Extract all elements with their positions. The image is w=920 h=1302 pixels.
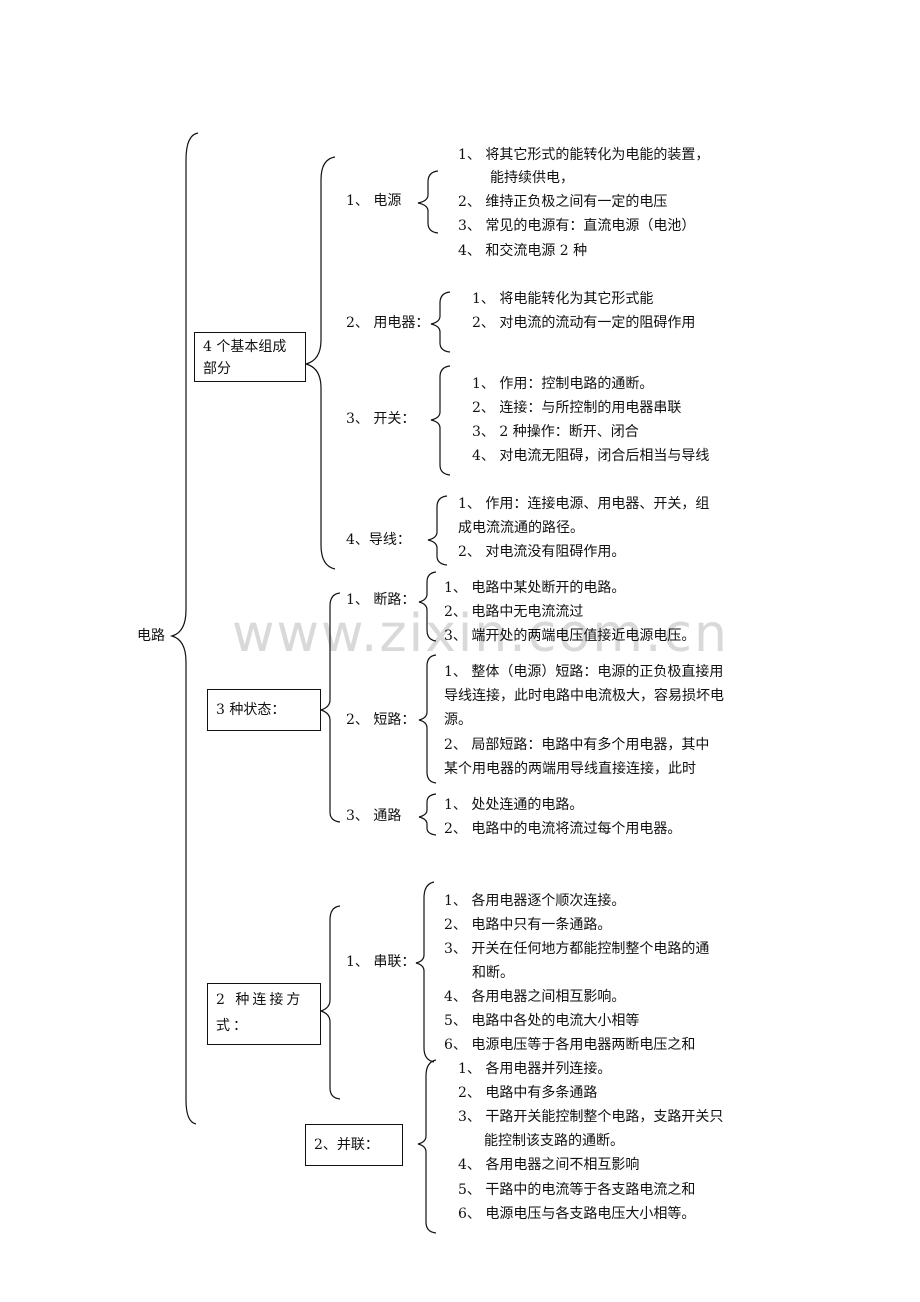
sub-label-closed: 3、 通路 — [346, 808, 402, 824]
group-box-states: 3 种状态： — [207, 689, 321, 731]
detail-line: 3、 常见的电源有：直流电源（电池） — [458, 218, 696, 234]
power-brace — [417, 170, 439, 234]
detail-line: 6、 电源电压与各支路电压大小相等。 — [458, 1206, 696, 1222]
watermark: www.zixin.com.cn — [232, 604, 729, 664]
sub-label-appliance: 2、 用电器： — [346, 315, 430, 331]
sub-label-short: 2、 短路： — [346, 712, 416, 728]
open-brace — [418, 571, 437, 642]
detail-line: 1、 作用：控制电路的通断。 — [472, 376, 654, 392]
detail-line: 4、 对电流无阻碍，闭合后相当与导线 — [472, 448, 710, 464]
group-box-components: 4 个基本组成部分 — [194, 332, 306, 382]
detail-line: 6、 电源电压等于各用电器两断电压之和 — [444, 1037, 696, 1053]
switch-brace — [430, 365, 451, 476]
detail-line: 2、 电路中有多条通路 — [458, 1085, 598, 1101]
detail-line: 1、 各用电器逐个顺次连接。 — [444, 893, 626, 909]
parallel-brace — [417, 1059, 437, 1234]
detail-line: 2、 连接：与所控制的用电器串联 — [472, 400, 682, 416]
detail-line: 1、 将其它形式的能转化为电能的装置， — [458, 147, 710, 163]
detail-line: 4、 各用电器之间不相互影响 — [458, 1157, 640, 1173]
detail-line: 3、 干路开关能控制整个电路，支路开关只 — [458, 1109, 724, 1125]
detail-line: 导线连接，此时电路中电流极大，容易损坏电 — [444, 688, 724, 704]
sub-label-wire: 4、导线： — [346, 532, 411, 548]
detail-line: 能持续供电， — [490, 170, 574, 186]
g2-brace — [319, 592, 341, 823]
series-brace — [415, 881, 435, 1063]
g3-brace — [319, 905, 341, 1100]
detail-line: 成电流流通的路径。 — [458, 520, 584, 536]
root-brace — [169, 132, 199, 1125]
detail-line: 2、 电路中的电流将流过每个用电器。 — [444, 821, 682, 837]
g1-brace — [303, 156, 336, 570]
detail-line: 2、 对电流的流动有一定的阻碍作用 — [472, 315, 696, 331]
sub-label-series: 1、 串联： — [346, 954, 416, 970]
sub-label-power: 1、 电源 — [346, 193, 402, 209]
closed-brace — [418, 793, 437, 836]
detail-line: 5、 电路中各处的电流大小相等 — [444, 1013, 640, 1029]
group-box-connections: 2 种连接方式： — [207, 983, 321, 1045]
detail-line: 1、 将电能转化为其它形式能 — [472, 291, 654, 307]
detail-line: 2、 对电流没有阻碍作用。 — [458, 544, 626, 560]
detail-line: 2、 电路中只有一条通路。 — [444, 917, 612, 933]
detail-line: 3、 2 种操作：断开、闭合 — [472, 424, 639, 440]
detail-line: 1、 作用：连接电源、用电器、开关，组 — [458, 496, 710, 512]
detail-line: 1、 处处连通的电路。 — [444, 797, 584, 813]
appliance-brace — [430, 291, 451, 353]
detail-line: 3、 端开处的两端电压值接近电源电压。 — [444, 628, 696, 644]
detail-line: 1、 整体（电源）短路：电源的正负极直接用 — [444, 664, 724, 680]
detail-line: 4、 各用电器之间相互影响。 — [444, 989, 626, 1005]
detail-line: 源。 — [444, 712, 472, 728]
wire-brace — [427, 495, 448, 566]
detail-line: 2、 局部短路：电路中有多个用电器，其中 — [444, 737, 710, 753]
detail-line: 2、 电路中无电流流过 — [444, 604, 584, 620]
detail-line: 某个用电器的两端用导线直接连接，此时 — [444, 761, 696, 777]
parallel-box: 2、并联： — [305, 1124, 403, 1166]
detail-line: 4、 和交流电源 2 种 — [458, 243, 588, 259]
sub-label-open: 1、 断路： — [346, 592, 416, 608]
detail-line: 1、 各用电器并列连接。 — [458, 1061, 612, 1077]
detail-line: 3、 开关在任何地方都能控制整个电路的通 — [444, 941, 710, 957]
root-label: 电路 — [137, 628, 165, 644]
detail-line: 1、 电路中某处断开的电路。 — [444, 580, 626, 596]
detail-line: 2、 维持正负极之间有一定的电压 — [458, 194, 668, 210]
short-brace — [418, 654, 437, 784]
detail-line: 和断。 — [472, 965, 514, 981]
detail-line: 能控制该支路的通断。 — [484, 1133, 624, 1149]
detail-line: 5、 干路中的电流等于各支路电流之和 — [458, 1182, 696, 1198]
sub-label-switch: 3、 开关： — [346, 411, 416, 427]
